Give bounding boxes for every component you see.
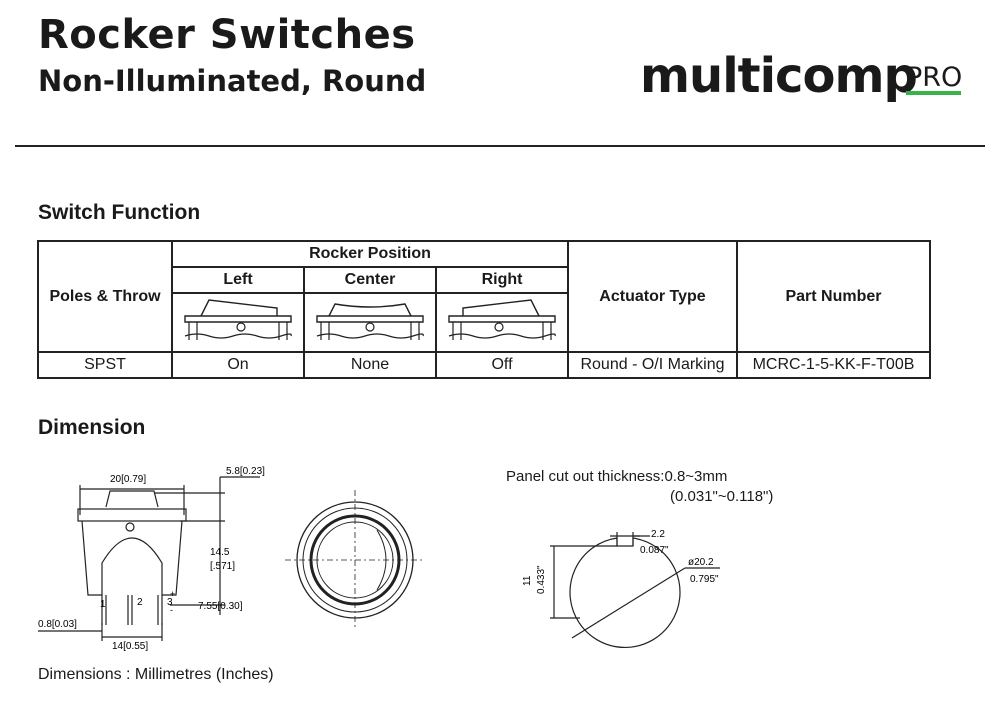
switch-function-heading: Switch Function — [38, 201, 201, 224]
header-position-right: Right — [435, 266, 569, 294]
page-subtitle: Non-Illuminated, Round — [38, 64, 427, 98]
header-actuator-type: Actuator Type — [567, 240, 738, 353]
rocker-left-icon — [184, 299, 292, 340]
cell-poles: SPST — [37, 351, 173, 379]
dim-height-in-label: [.571] — [210, 561, 235, 572]
brand-logo: multicomp — [640, 48, 918, 104]
dim-top-label: 5.8[0.23] — [226, 466, 265, 477]
cutout-height-mm: 11 — [522, 575, 533, 586]
pin-2-label: 2 — [137, 597, 143, 608]
dimensions-footnote: Dimensions : Millimetres (Inches) — [38, 666, 274, 683]
header-rocker-position: Rocker Position — [171, 240, 569, 268]
brand-logo-suffix: PRO — [906, 62, 963, 93]
side-view-drawing: 20[0.79] 5.8[0.23] 14.5 [.571] 7.55[0.30… — [38, 466, 265, 652]
front-view-drawing — [285, 490, 425, 630]
cutout-diameter-in: 0.795" — [690, 574, 719, 585]
panel-cutout-inches: (0.031"~0.118") — [670, 488, 774, 505]
dim-height-mm-label: 14.5 — [210, 547, 230, 558]
cutout-height-in: 0.433" — [536, 565, 547, 594]
header-position-left: Left — [171, 266, 305, 294]
dim-pin-width-label: 0.8[0.03] — [38, 619, 77, 630]
cell-actuator: Round - O/I Marking — [567, 351, 738, 379]
cell-center: None — [303, 351, 437, 379]
cutout-diameter-mm: ø20.2 — [688, 557, 714, 568]
panel-cutout-drawing: 2.2 0.087" 11 0.433" ø20.2 0.795" — [522, 529, 720, 649]
cell-part-number: MCRC-1-5-KK-F-T00B — [736, 351, 931, 379]
header-part-number: Part Number — [736, 240, 931, 353]
cell-left: On — [171, 351, 305, 379]
header-divider — [15, 145, 985, 147]
pin-plus-label: + — [170, 589, 175, 599]
brand-logo-underline — [906, 91, 961, 95]
panel-cutout-label: Panel cut out thickness:0.8~3mm — [506, 468, 728, 485]
rocker-center-illustration — [303, 292, 437, 353]
page-title: Rocker Switches — [38, 12, 416, 58]
dimension-heading: Dimension — [38, 416, 146, 439]
rocker-center-icon — [316, 303, 424, 340]
cell-right: Off — [435, 351, 569, 379]
pin-1-label: 1 — [100, 599, 106, 610]
cutout-notch-in: 0.087" — [640, 545, 669, 556]
header-position-center: Center — [303, 266, 437, 294]
dim-pitch-label: 14[0.55] — [112, 641, 148, 652]
rocker-left-illustration — [171, 292, 305, 353]
dim-terminal-label: 7.55[0.30] — [198, 601, 243, 612]
header-poles-throw: Poles & Throw — [37, 240, 173, 353]
switch-function-table: Poles & Throw Rocker Position Actuator T… — [37, 240, 931, 379]
rocker-right-icon — [448, 299, 556, 340]
pin-3-label: 3 — [167, 597, 173, 608]
cutout-notch-mm: 2.2 — [651, 529, 665, 540]
rocker-right-illustration — [435, 292, 569, 353]
pin-minus-label: - — [170, 605, 173, 615]
dim-width-label: 20[0.79] — [110, 474, 146, 485]
